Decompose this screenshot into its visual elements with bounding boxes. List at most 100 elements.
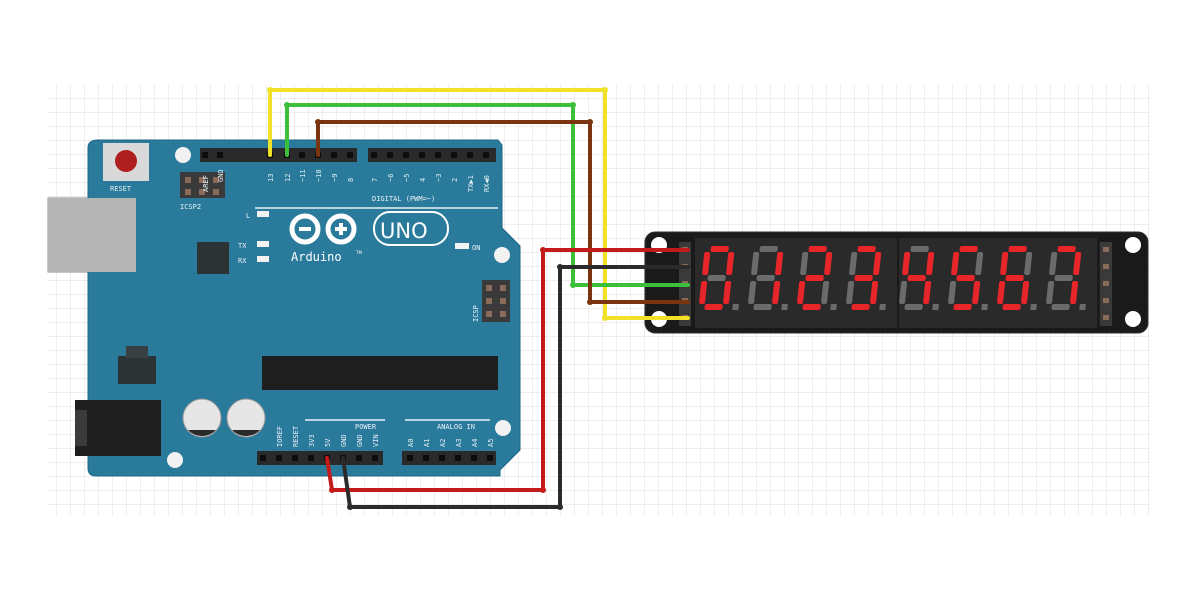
segment-g: [805, 275, 824, 281]
mounting-hole: [1125, 311, 1141, 327]
header-pin[interactable]: [407, 455, 413, 461]
header-pin[interactable]: [403, 152, 409, 158]
output-pin: [1103, 281, 1109, 286]
header-pin[interactable]: [299, 152, 305, 158]
segment-e: [899, 281, 908, 304]
segment-e: [846, 281, 855, 304]
segment-g: [854, 275, 873, 281]
segment-g: [707, 275, 726, 281]
mounting-hole: [167, 452, 183, 468]
seven-segment-digit-3: 3: [846, 246, 886, 310]
power-header: [257, 451, 383, 465]
output-pin: [1103, 247, 1109, 252]
reset-button-cap[interactable]: [115, 150, 137, 172]
wire-bendpoint[interactable]: [540, 247, 546, 253]
header-pin[interactable]: [487, 455, 493, 461]
segment-f: [800, 252, 809, 275]
header-pin[interactable]: [451, 152, 457, 158]
wire-bendpoint[interactable]: [557, 504, 563, 510]
header-pin[interactable]: [202, 152, 208, 158]
power-pin-label: VIN: [372, 434, 380, 447]
segment-g: [956, 275, 975, 281]
wire-bendpoint[interactable]: [602, 315, 608, 321]
segment-g: [756, 275, 775, 281]
digital-pin-label: ~5: [403, 174, 411, 182]
wire-bendpoint[interactable]: [347, 504, 353, 510]
header-pin[interactable]: [331, 152, 337, 158]
icsp-pin: [199, 177, 205, 183]
wire-bendpoint[interactable]: [570, 282, 576, 288]
header-pin[interactable]: [372, 455, 378, 461]
header-pin[interactable]: [419, 152, 425, 158]
icsp-pin: [185, 177, 191, 183]
digital-label: DIGITAL (PWM=~): [372, 195, 435, 203]
segment-c: [1070, 281, 1079, 304]
segment-d: [753, 304, 772, 310]
power-jack: [75, 400, 161, 456]
decimal-point: [879, 304, 886, 310]
wire-bendpoint[interactable]: [284, 102, 290, 108]
segment-f: [751, 252, 760, 275]
header-pin[interactable]: [439, 455, 445, 461]
header-pin[interactable]: [217, 152, 223, 158]
analog-pin-label: A4: [471, 439, 479, 447]
icsp-pin: [213, 189, 219, 195]
segment-b: [1073, 252, 1082, 275]
wire-bendpoint[interactable]: [602, 87, 608, 93]
segment-a: [710, 246, 729, 252]
output-pin: [1103, 298, 1109, 303]
digital-pin-label: 8: [347, 178, 355, 182]
segment-c: [923, 281, 932, 304]
decimal-point: [981, 304, 988, 310]
digital-pin-label: 12: [284, 174, 292, 182]
header-pin[interactable]: [276, 455, 282, 461]
mounting-hole: [494, 247, 510, 263]
usb-chip: [197, 242, 229, 274]
capacitor: [182, 398, 222, 438]
wire-bendpoint[interactable]: [315, 119, 321, 125]
segment-d: [704, 304, 723, 310]
wire-bendpoint[interactable]: [587, 299, 593, 305]
analog-pin-label: A5: [487, 439, 495, 447]
led-rx: [257, 256, 269, 262]
analog-pin-label: A1: [423, 439, 431, 447]
wire-bendpoint[interactable]: [329, 487, 335, 493]
header-pin[interactable]: [387, 152, 393, 158]
header-pin[interactable]: [467, 152, 473, 158]
segment-d: [802, 304, 821, 310]
segment-c: [723, 281, 732, 304]
header-pin[interactable]: [308, 455, 314, 461]
wire-bendpoint[interactable]: [570, 102, 576, 108]
mounting-hole: [175, 147, 191, 163]
header-pin[interactable]: [483, 152, 489, 158]
header-pin[interactable]: [471, 455, 477, 461]
segment-c: [870, 281, 879, 304]
wire-bendpoint[interactable]: [587, 119, 593, 125]
led-l: [257, 211, 269, 217]
header-pin[interactable]: [371, 152, 377, 158]
digital-pin-label: ~9: [331, 174, 339, 182]
digital-pin-label: 7: [371, 178, 379, 182]
header-pin[interactable]: [292, 455, 298, 461]
wire-bendpoint[interactable]: [540, 487, 546, 493]
segment-f: [1049, 252, 1058, 275]
digital-pin-label: GND: [217, 169, 225, 182]
header-pin[interactable]: [455, 455, 461, 461]
header-pin[interactable]: [347, 152, 353, 158]
icsp-label: ICSP: [472, 305, 480, 322]
digital-pin-label: TX▶1: [467, 175, 475, 192]
segment-f: [849, 252, 858, 275]
segment-e: [797, 281, 806, 304]
wire-bendpoint[interactable]: [557, 264, 563, 270]
seven-segment-digit-2: 2: [797, 246, 837, 310]
header-pin[interactable]: [356, 455, 362, 461]
header-pin[interactable]: [260, 455, 266, 461]
segment-b: [824, 252, 833, 275]
segment-d: [1051, 304, 1070, 310]
segment-c: [772, 281, 781, 304]
wire-bendpoint[interactable]: [267, 87, 273, 93]
digital-pin-label: AREF: [202, 175, 210, 192]
header-pin[interactable]: [435, 152, 441, 158]
header-pin[interactable]: [423, 455, 429, 461]
decimal-point: [1030, 304, 1037, 310]
